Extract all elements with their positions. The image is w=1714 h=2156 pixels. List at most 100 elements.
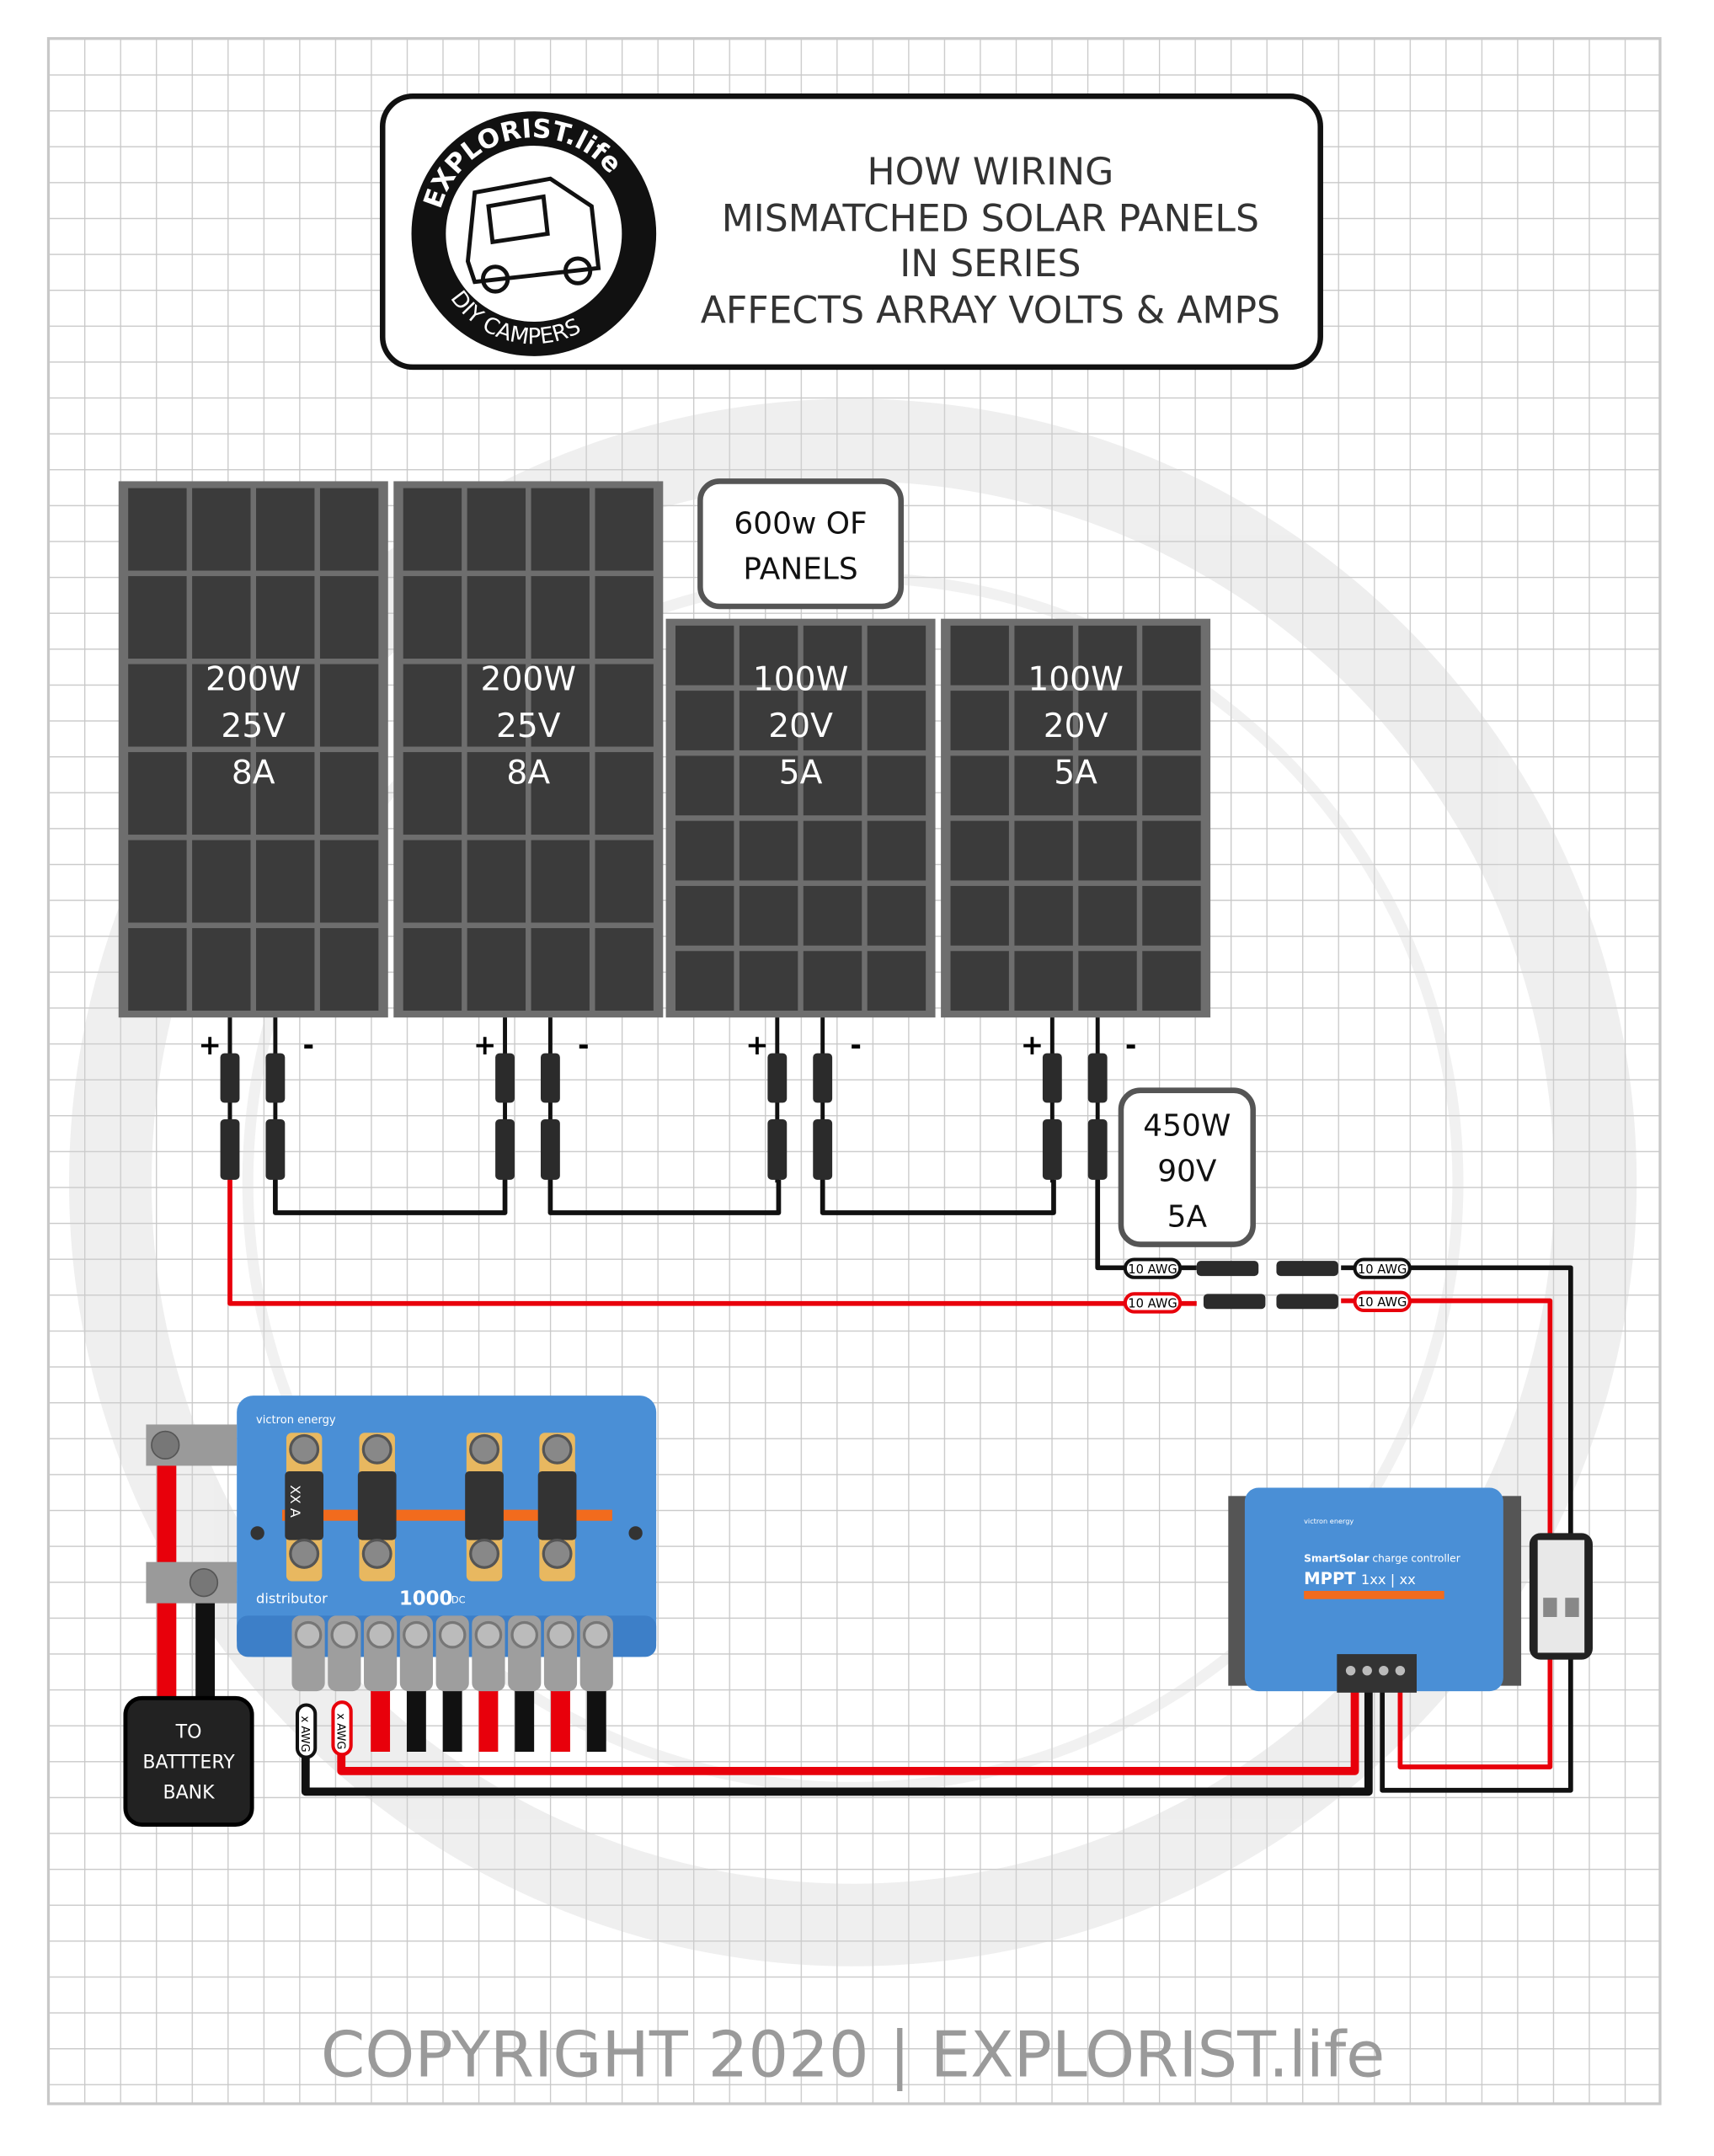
solar-cell [192,664,251,747]
solar-cell [128,752,187,835]
solar-cell [256,488,315,571]
solar-cell [1078,691,1137,750]
solar-cell [467,752,526,835]
solar-cell [595,576,654,659]
mc4-connector [495,1118,515,1180]
solar-cell [595,840,654,923]
solar-cell [319,664,379,747]
solar-cell [403,840,462,923]
solar-cell [1142,755,1201,816]
solar-cell [867,755,926,816]
mc4-connector [1087,1053,1108,1103]
negative-terminal-label: - [578,1029,590,1061]
solar-cell [595,664,654,747]
distribution-cable [586,1688,606,1752]
solar-cell [803,625,862,686]
solar-cell [319,576,379,659]
explorist-logo: EXPLORIST.life DIY CAMPERS [411,111,657,356]
negative-terminal-label: - [1125,1029,1137,1061]
controller-pv-negative-wire [1341,1265,1573,1793]
solar-cell [739,625,798,686]
awg-label: 10 AWG [1358,1295,1407,1310]
panel-amps: 5A [779,755,823,792]
awg-label: x AWG [298,1716,311,1753]
panel-watts: 100W [753,661,849,699]
title-line-3: IN SERIES [900,243,1081,286]
awg-label: x AWG [334,1713,346,1749]
pv-breaker [1529,1533,1593,1660]
awg-label: 10 AWG [1128,1297,1177,1311]
distributor-name: distributor [256,1591,328,1607]
mc4-connector [1042,1118,1062,1180]
header-box: EXPLORIST.life DIY CAMPERS HOW WIRING MI… [379,93,1323,371]
solar-cell [1014,691,1073,750]
solar-cell [319,840,379,923]
solar-cell [256,752,315,835]
solar-cell [128,664,187,747]
wire-gauge-labels: 10 AWG 10 AWG 10 AWG 10 AWG [1123,1257,1412,1314]
solar-cell [803,951,862,1011]
solar-cell [128,928,187,1011]
title-line-2: MISMATCHED SOLAR PANELS [722,197,1259,240]
controller-model: MPPT 1xx | xx [1304,1569,1416,1588]
solar-cell [803,691,862,750]
mc4-connector [1042,1053,1062,1103]
solar-cell [403,752,462,835]
solar-cell [256,840,315,923]
solar-cell [803,820,862,881]
solar-cell [867,951,926,1011]
copyright-footer: COPYRIGHT 2020 | EXPLORIST.life [321,2017,1386,2091]
distributor-brand: victron energy [256,1414,336,1427]
total-label-line2: PANELS [743,552,857,586]
panel-watts: 200W [206,661,302,699]
solar-cell [1014,951,1073,1011]
total-panels-label: 600w OF PANELS [697,478,905,610]
solar-cell [950,691,1009,750]
positive-terminal-label: + [745,1029,768,1061]
solar-cell [256,664,315,747]
solar-cell [1078,625,1137,686]
solar-cell [192,576,251,659]
solar-cell [403,488,462,571]
solar-cell [256,928,315,1011]
solar-cell [1014,755,1073,816]
distribution-cable [442,1688,462,1752]
solar-cell [1078,951,1137,1011]
solar-cell [867,691,926,750]
fuse-rating-label: XX A [287,1485,303,1518]
battery-cables [146,1424,238,1705]
lynx-distributor: victron energy distributor 1000 DC XX A [237,1396,657,1752]
solar-cell [467,488,526,571]
solar-cell [531,752,590,835]
distributor-model: 1000 [399,1588,453,1609]
solar-cell [595,488,654,571]
panel-volts: 25V [221,707,286,745]
awg-label: 10 AWG [1358,1262,1407,1277]
van-icon [465,176,601,294]
mc4-connector [265,1118,286,1180]
array-watts: 450W [1143,1109,1231,1144]
solar-cell [675,820,734,881]
battery-awg-labels: x AWG x AWG [295,1700,353,1759]
solar-cell [739,885,798,946]
solar-cell [1142,951,1201,1011]
series-link-1 [273,1179,508,1215]
solar-cell [319,752,379,835]
solar-cell [867,625,926,686]
positive-terminal-label: + [1021,1029,1044,1061]
solar-cell [675,691,734,750]
solar-cell [531,840,590,923]
panel-volts: 25V [496,707,561,745]
distribution-cable [371,1688,391,1752]
grid-background [46,37,1662,2105]
mc4-connector [265,1053,286,1103]
solar-cell [403,576,462,659]
solar-cell [1078,885,1137,946]
positive-terminal-label: + [198,1029,221,1061]
panel-amps: 8A [232,755,275,792]
solar-cell [1142,820,1201,881]
total-label-line1: 600w OF [734,506,867,541]
solar-cell [675,885,734,946]
